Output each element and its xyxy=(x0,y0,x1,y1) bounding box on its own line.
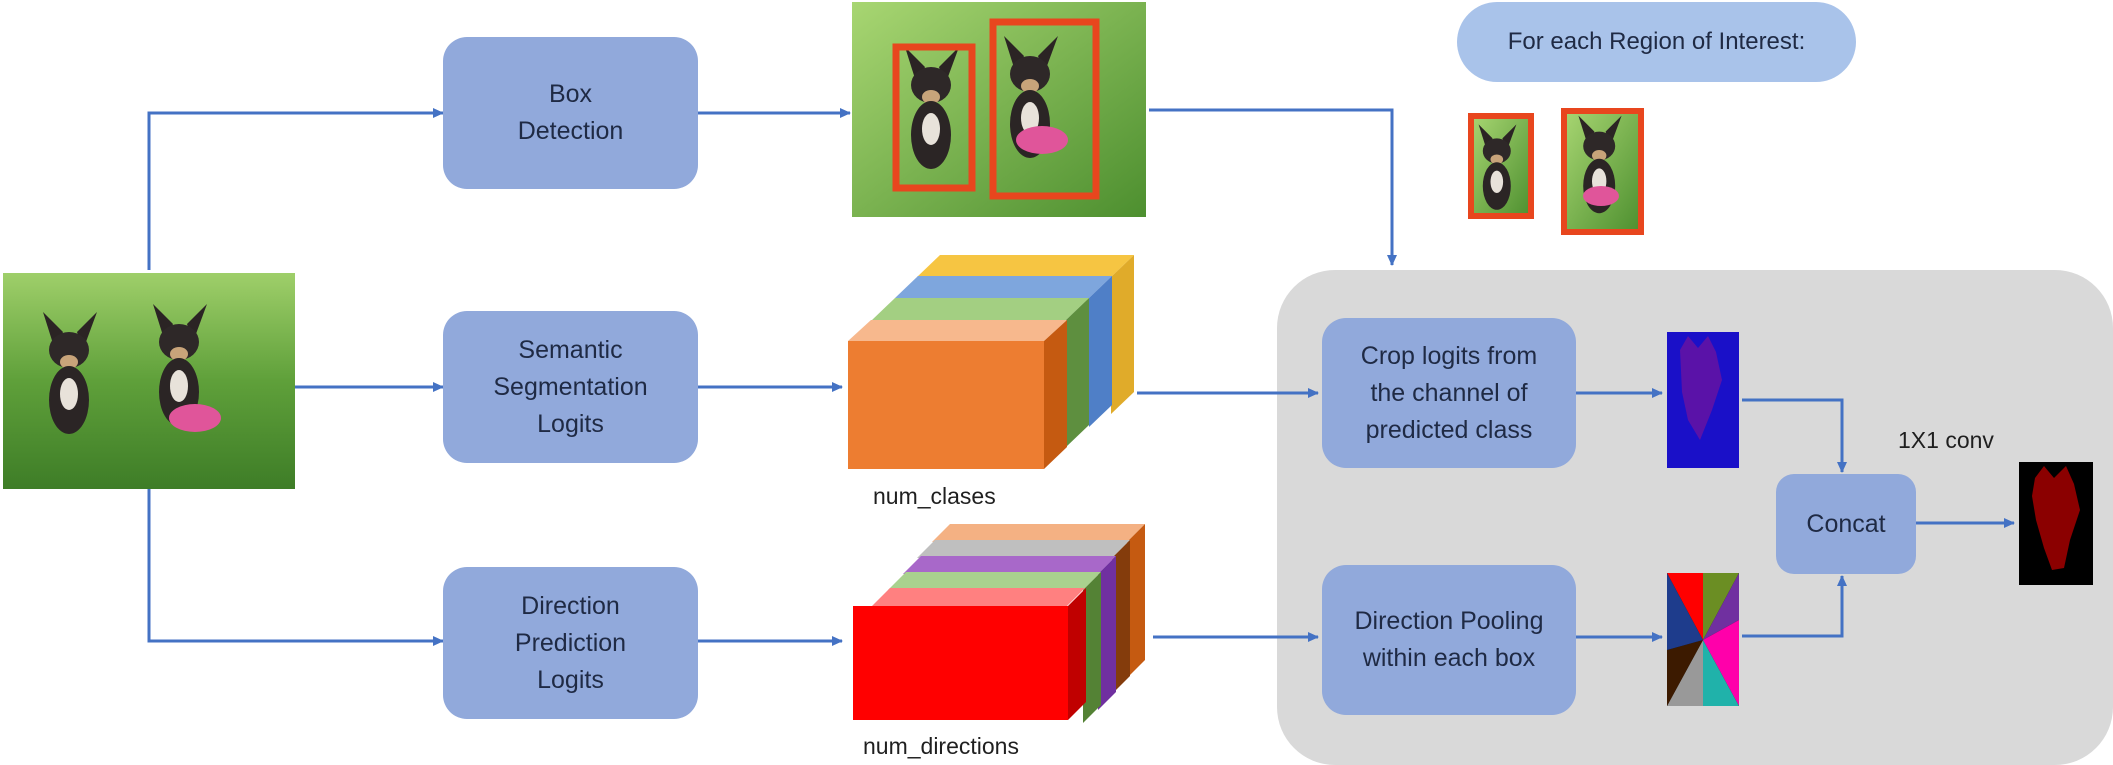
result-mask-image xyxy=(2019,462,2093,585)
semantic-logits-front xyxy=(848,341,1044,469)
conv-label: 1X1 conv xyxy=(1898,427,1994,453)
semantic-logits-stack xyxy=(848,255,1134,469)
direction-crop-image xyxy=(1667,573,1739,706)
input-image xyxy=(3,273,295,489)
direction-logits-box: Direction Prediction Logits xyxy=(443,567,698,719)
roi-crop-left xyxy=(1468,113,1534,219)
direction-pooling-box: Direction Pooling within each box xyxy=(1322,565,1576,715)
num-classes-label: num_clases xyxy=(873,483,996,509)
detection-output-image xyxy=(852,2,1146,217)
roi-header-pill: For each Region of Interest: xyxy=(1457,2,1856,82)
direction-logits-stack xyxy=(853,524,1145,723)
concat-box: Concat xyxy=(1776,474,1916,574)
connectors xyxy=(147,108,2015,646)
semantic-logits-box: Semantic Segmentation Logits xyxy=(443,311,698,463)
crop-logits-box: Crop logits from the channel of predicte… xyxy=(1322,318,1576,468)
semantic-crop-image xyxy=(1667,332,1739,468)
roi-crop-right xyxy=(1561,108,1644,235)
direction-logits-front xyxy=(853,606,1068,720)
detection-box-left xyxy=(892,43,976,192)
box-detection-box: Box Detection xyxy=(443,37,698,189)
detection-box-right xyxy=(989,18,1100,200)
num-directions-label: num_directions xyxy=(863,733,1019,759)
